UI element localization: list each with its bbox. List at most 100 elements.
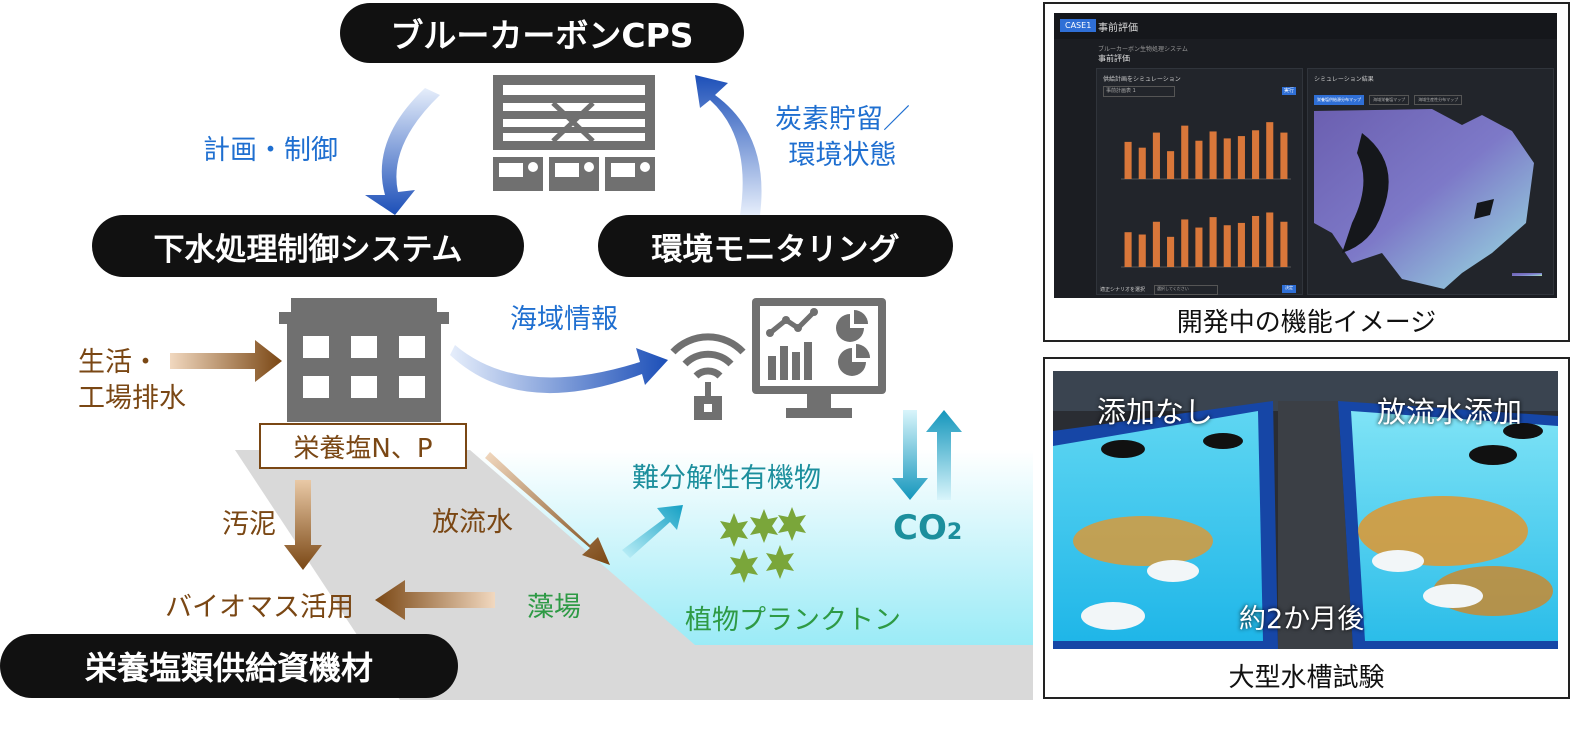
co2-text: CO	[893, 508, 947, 548]
chart-bar	[1181, 219, 1189, 267]
chart-bar	[1280, 132, 1288, 179]
decide-button[interactable]: 決定	[1282, 285, 1296, 293]
arrow-effluent	[485, 452, 610, 565]
env-monitoring-label: 環境モニタリング	[651, 231, 900, 268]
carbon-state-line2: 環境状態	[788, 140, 897, 171]
photo-label-left: 添加なし	[1097, 395, 1214, 429]
chart-bar	[1124, 232, 1132, 267]
chart-bar	[1138, 234, 1146, 267]
arrow-biomass	[375, 580, 495, 620]
arrow-plan-control	[365, 88, 440, 215]
nutrients-box: 栄養塩N、P	[259, 423, 467, 469]
phytoplankton-icon	[720, 507, 806, 583]
bottom-bar	[1096, 295, 1552, 298]
wifi-sensor-icon	[670, 333, 746, 420]
bottom-select-value: 選択してください	[1157, 286, 1189, 291]
arrow-sea-info	[450, 345, 668, 394]
map-tab-0[interactable]: 栄養塩供給源分布マップ	[1314, 95, 1364, 105]
chart-bar	[1223, 138, 1231, 179]
cps-title-pill: ブルーカーボンCPS	[340, 3, 744, 63]
chart-bar	[1237, 222, 1245, 267]
nutrients-label: 栄養塩N、P	[293, 433, 433, 464]
photo-panel: 添加なし 放流水添加 約2か月後 大型水槽試験	[1043, 357, 1570, 699]
scenario-select-value: 事前計画表 1	[1106, 88, 1136, 94]
sludge-label: 汚泥	[222, 509, 276, 540]
chart-bar	[1124, 141, 1132, 179]
chart-bar	[1138, 147, 1146, 179]
chart-bar	[1209, 131, 1217, 179]
screenshot-caption: 開発中の機能イメージ	[1176, 308, 1437, 338]
run-button-label: 実行	[1283, 88, 1294, 94]
app-screenshot: CASE1 事前評価 ブルーカーボン生物処理システム 事前評価 供給計画をシミュ…	[1054, 13, 1557, 298]
sewage-plant-icon	[279, 298, 449, 422]
chart-bar	[1237, 136, 1245, 179]
seaweed-bed-label: 藻場	[527, 592, 581, 623]
chart-bar	[1152, 221, 1160, 267]
scenario-select[interactable]: 事前計画表 1	[1103, 86, 1175, 97]
flow-arrows	[170, 75, 962, 620]
chart-bar	[1209, 217, 1217, 267]
arrow-carbon-state	[695, 75, 762, 215]
map-tab-2[interactable]: 海域生産性分布マップ	[1414, 95, 1463, 105]
chart-bar	[1167, 151, 1175, 179]
cps-server-icon	[493, 75, 655, 191]
header-title: 事前評価	[1098, 23, 1138, 34]
arrow-co2-up	[926, 410, 962, 500]
map-tabs: 栄養塩供給源分布マップ 海域栄養塩マップ 海域生産性分布マップ	[1314, 86, 1463, 105]
bottom-select[interactable]: 選択してください	[1154, 285, 1218, 295]
bar-chart-1	[1121, 122, 1291, 180]
env-monitoring-pill: 環境モニタリング	[598, 215, 953, 277]
plan-control-label: 計画・制御	[203, 135, 338, 166]
chart-bar	[1152, 132, 1160, 179]
phytoplankton-label: 植物プランクトン	[685, 605, 901, 636]
photo-caption: 大型水槽試験	[1228, 663, 1385, 693]
app-header: CASE1 事前評価	[1054, 13, 1557, 39]
sewage-control-pill: 下水処理制御システム	[92, 215, 524, 277]
chart-bar	[1252, 130, 1260, 179]
chart-bar	[1266, 122, 1274, 179]
page-title: 事前評価	[1098, 54, 1130, 63]
biomass-label: バイオマス活用	[165, 592, 354, 623]
chart-bar	[1181, 125, 1189, 179]
decide-button-label: 決定	[1285, 285, 1293, 290]
chart-bar	[1195, 227, 1203, 267]
left-pane: 供給計画をシミュレーション 事前計画表 1 実行	[1096, 68, 1303, 295]
carbon-state-label: 炭素貯留／ 環境状態	[775, 102, 910, 174]
sewage-control-label: 下水処理制御システム	[153, 231, 463, 268]
run-button[interactable]: 実行	[1282, 87, 1296, 95]
monitor-dashboard-icon	[752, 298, 886, 418]
photo-label-bottom: 約2か月後	[1239, 604, 1365, 635]
sea-info-label: 海域情報	[510, 304, 618, 335]
refractory-organics-label: 難分解性有機物	[632, 463, 821, 494]
chart-bar	[1223, 225, 1231, 267]
nutrient-material-pill: 栄養塩類供給資機材	[0, 634, 458, 698]
chart-bar	[1167, 236, 1175, 267]
simulation-map	[1314, 109, 1542, 289]
chart-bar	[1195, 140, 1203, 179]
arrow-wastewater	[170, 340, 282, 382]
case-badge: CASE1	[1060, 19, 1097, 32]
wastewater-label: 生活・ 工場排水	[78, 345, 186, 417]
effluent-label: 放流水	[432, 507, 513, 538]
right-pane: シミュレーション結果 栄養塩供給源分布マップ 海域栄養塩マップ 海域生産性分布マ…	[1307, 68, 1554, 295]
arrow-organics	[622, 505, 683, 558]
bottom-select-label: 適正シナリオを選択	[1100, 287, 1146, 293]
chart-bar	[1280, 221, 1288, 267]
screenshot-panel: CASE1 事前評価 ブルーカーボン生物処理システム 事前評価 供給計画をシミュ…	[1043, 2, 1570, 342]
arrow-co2-down	[892, 410, 928, 500]
nutrient-material-label: 栄養塩類供給資機材	[84, 649, 373, 687]
bar-chart-2	[1121, 212, 1291, 268]
chart-bar	[1266, 212, 1274, 267]
arrow-sludge	[284, 480, 322, 570]
left-section-title: 供給計画をシミュレーション	[1103, 76, 1181, 83]
wastewater-line2: 工場排水	[78, 383, 186, 414]
tank-photo	[1053, 371, 1558, 649]
cps-title: ブルーカーボンCPS	[390, 16, 694, 55]
carbon-state-line1: 炭素貯留／	[775, 104, 910, 135]
chart-bar	[1252, 215, 1260, 267]
photo-label-right: 放流水添加	[1377, 395, 1523, 429]
co2-subscript: 2	[946, 520, 963, 545]
right-section-title: シミュレーション結果	[1314, 76, 1374, 83]
wastewater-line1: 生活・	[78, 347, 159, 378]
breadcrumb: ブルーカーボン生物処理システム	[1098, 46, 1188, 53]
